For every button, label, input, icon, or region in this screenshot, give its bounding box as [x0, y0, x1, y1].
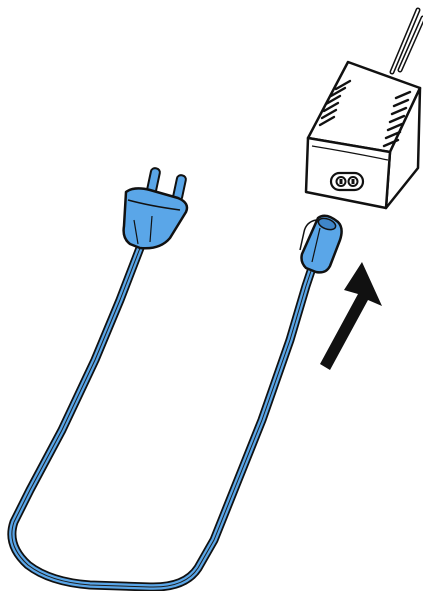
wall-plug-icon [124, 167, 187, 248]
adapter-ac-inlet-socket [331, 173, 363, 190]
adapter-output-cable [392, 10, 423, 72]
insert-direction-arrow-icon [320, 262, 382, 370]
figure-eight-connector-icon [300, 216, 342, 273]
power-adapter-icon [306, 62, 420, 208]
power-cord-icon [12, 248, 312, 587]
